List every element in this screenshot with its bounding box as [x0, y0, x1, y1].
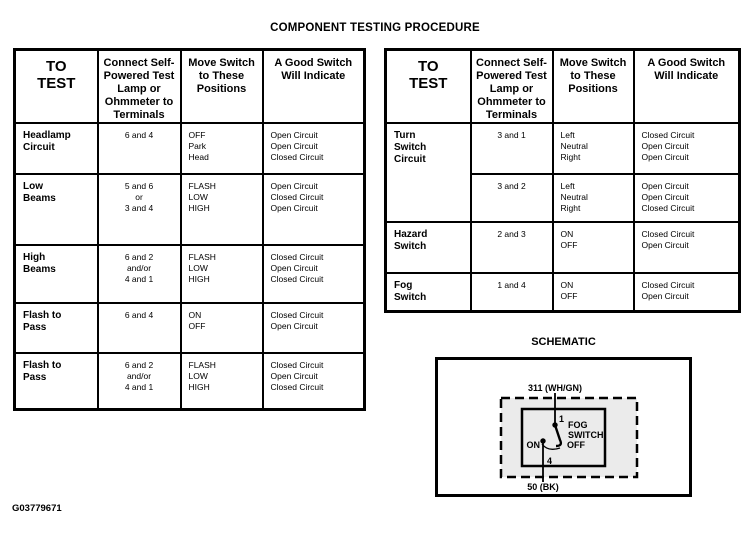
cell-positions: Left Neutral Right	[551, 172, 635, 223]
table-row: Fog Switch 1 and 4 ON OFF Closed Circuit…	[384, 271, 741, 313]
cell-terminals: 3 and 2	[469, 172, 554, 223]
cell-to-test: Hazard Switch	[384, 220, 472, 274]
schematic-section: SCHEMATIC 311 (WH/GN) 1 FOG SWITCH ON	[435, 336, 692, 497]
cell-positions: ON OFF	[551, 220, 635, 274]
terminal-4-label: 4	[547, 456, 552, 466]
cell-indication: Open Circuit Open Circuit Closed Circuit	[261, 121, 366, 175]
switch-travel-arc	[541, 443, 561, 450]
col-header-to-test: TO TEST	[13, 48, 99, 124]
headlamp-test-table: TO TEST Connect Self- Powered Test Lamp …	[13, 48, 366, 412]
table-row: Low Beams 5 and 6 or 3 and 4 FLASH LOW H…	[13, 172, 366, 246]
cell-terminals: 6 and 4	[96, 301, 182, 354]
cell-indication: Closed Circuit Open Circuit	[261, 301, 366, 354]
contact-dot-on	[540, 438, 546, 444]
table-row: Hazard Switch 2 and 3 ON OFF Closed Circ…	[384, 220, 741, 274]
wire-label-311: 311 (WH/GN)	[528, 383, 582, 393]
contact-dot-terminal-1	[552, 422, 558, 428]
fog-switch-schematic: 311 (WH/GN) 1 FOG SWITCH ON OFF 4 50 (BK…	[499, 383, 639, 492]
table-row: Flash to Pass 6 and 2 and/or 4 and 1 FLA…	[13, 351, 366, 411]
cell-positions: FLASH LOW HIGH	[179, 243, 264, 304]
col-header-terminals: Connect Self- Powered Test Lamp or Ohmme…	[469, 48, 554, 124]
table-row: Flash to Pass 6 and 4 ON OFF Closed Circ…	[13, 301, 366, 354]
cell-positions: FLASH LOW HIGH	[179, 351, 264, 411]
cell-terminals: 6 and 2 and/or 4 and 1	[96, 351, 182, 411]
switch-name-line1: FOG	[568, 420, 588, 430]
cell-indication: Closed Circuit Open Circuit	[632, 220, 741, 274]
terminal-1-label: 1	[559, 414, 564, 424]
switch-lever	[553, 424, 563, 448]
switch-name-line2: SWITCH	[568, 430, 604, 440]
cell-terminals: 1 and 4	[469, 271, 554, 313]
cell-to-test: Headlamp Circuit	[13, 121, 99, 175]
cell-to-test: Fog Switch	[384, 271, 472, 313]
col-header-indication: A Good Switch Will Indicate	[261, 48, 366, 124]
col-header-positions: Move Switch to These Positions	[551, 48, 635, 124]
cell-terminals: 2 and 3	[469, 220, 554, 274]
off-label: OFF	[567, 440, 585, 450]
cell-indication: Closed Circuit Open Circuit	[632, 271, 741, 313]
cell-indication: Closed Circuit Open Circuit Closed Circu…	[261, 351, 366, 411]
figure-id: G03779671	[12, 503, 62, 514]
col-header-indication: A Good Switch Will Indicate	[632, 48, 741, 124]
cell-indication: Closed Circuit Open Circuit Closed Circu…	[261, 243, 366, 304]
cell-terminals: 3 and 1	[469, 121, 554, 175]
cell-to-test: Low Beams	[13, 172, 99, 246]
cell-to-test: Flash to Pass	[13, 301, 99, 354]
col-header-terminals: Connect Self- Powered Test Lamp or Ohmme…	[96, 48, 182, 124]
cell-to-test: High Beams	[13, 243, 99, 304]
cell-positions: ON OFF	[551, 271, 635, 313]
cell-terminals: 6 and 4	[96, 121, 182, 175]
turn-hazard-fog-test-table: TO TEST Connect Self- Powered Test Lamp …	[384, 48, 741, 314]
cell-positions: Left Neutral Right	[551, 121, 635, 175]
cell-terminals: 6 and 2 and/or 4 and 1	[96, 243, 182, 304]
cell-positions: ON OFF	[179, 301, 264, 354]
table-row: 3 and 2 Left Neutral Right Open Circuit …	[386, 172, 741, 223]
cell-to-test: Flash to Pass	[13, 351, 99, 411]
table-header-row: TO TEST Connect Self- Powered Test Lamp …	[384, 48, 741, 124]
on-label: ON	[527, 440, 541, 450]
table-row: Turn Switch Circuit 3 and 1 Left Neutral…	[384, 121, 741, 223]
col-header-positions: Move Switch to These Positions	[179, 48, 264, 124]
col-header-to-test: TO TEST	[384, 48, 472, 124]
switch-inner-box	[520, 407, 607, 468]
cell-positions: OFF Park Head	[179, 121, 264, 175]
page-title: COMPONENT TESTING PROCEDURE	[270, 22, 480, 34]
schematic-title: SCHEMATIC	[531, 336, 596, 348]
table-row: High Beams 6 and 2 and/or 4 and 1 FLASH …	[13, 243, 366, 304]
cell-positions: FLASH LOW HIGH	[179, 172, 264, 246]
wire-label-50: 50 (BK)	[527, 482, 559, 492]
table-header-row: TO TEST Connect Self- Powered Test Lamp …	[13, 48, 366, 124]
cell-indication: Closed Circuit Open Circuit Open Circuit	[632, 121, 741, 175]
cell-to-test: Turn Switch Circuit	[384, 121, 472, 223]
cell-indication: Open Circuit Closed Circuit Open Circuit	[261, 172, 366, 246]
cell-indication: Open Circuit Open Circuit Closed Circuit	[632, 172, 741, 223]
table-row: Headlamp Circuit 6 and 4 OFF Park Head O…	[13, 121, 366, 175]
schematic-frame: 311 (WH/GN) 1 FOG SWITCH ON OFF 4 50 (BK…	[435, 357, 692, 497]
cell-terminals: 5 and 6 or 3 and 4	[96, 172, 182, 246]
